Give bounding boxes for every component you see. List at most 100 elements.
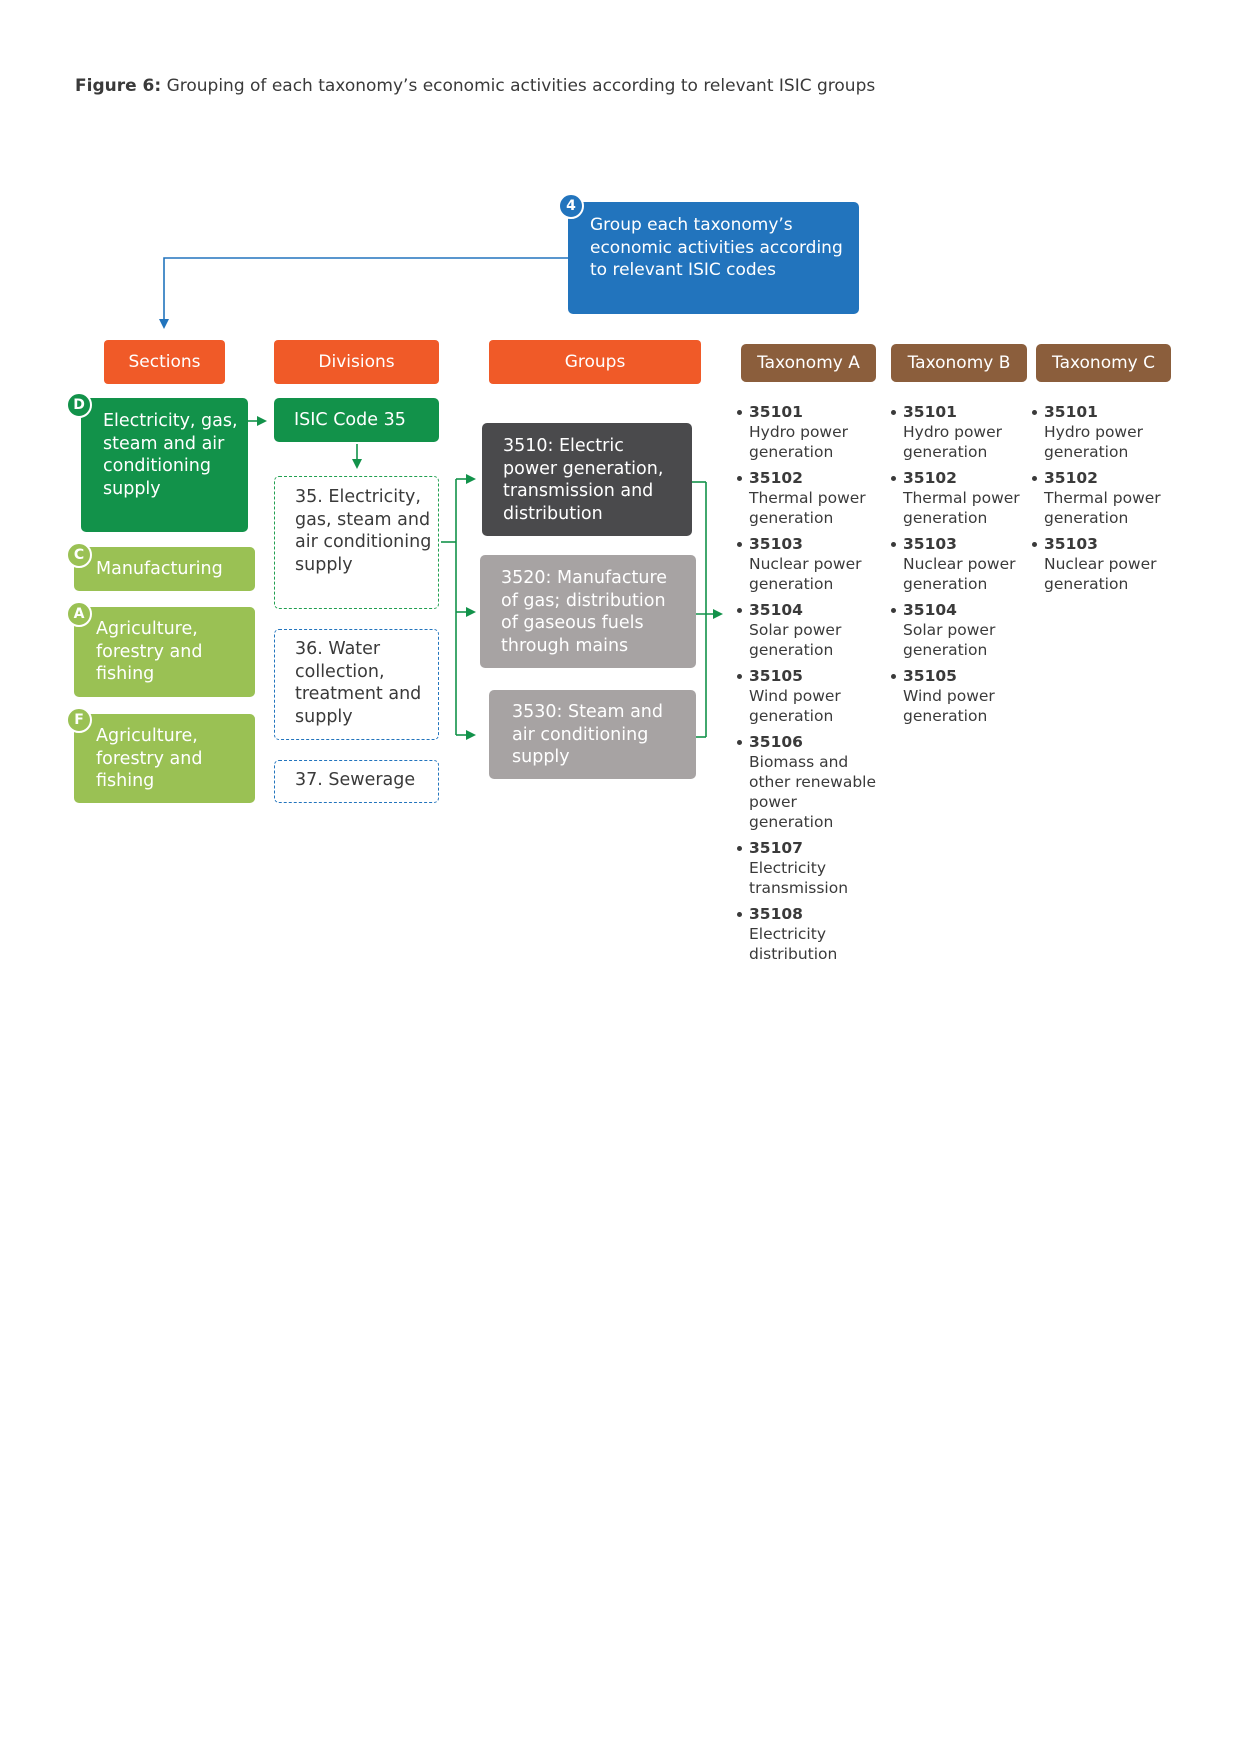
- header-taxonomy-c-label: Taxonomy C: [1052, 353, 1155, 373]
- figure-caption: Figure 6: Grouping of each taxonomy’s ec…: [75, 76, 875, 96]
- header-taxonomy-c: Taxonomy C: [1036, 344, 1171, 382]
- section-a-box: Agriculture, forestry and fishing: [74, 607, 255, 697]
- activity-label: Wind power generation: [903, 687, 995, 725]
- activity-code: 35106: [749, 733, 803, 751]
- group-3510-label: 3510: Electric power generation, transmi…: [503, 436, 664, 524]
- section-c-letter: C: [73, 547, 85, 563]
- section-d-letter: D: [73, 397, 85, 413]
- activity-code: 35103: [903, 535, 957, 553]
- activity-label: Biomass and other renewable power genera…: [749, 753, 877, 831]
- activity-label: Thermal power generation: [1044, 489, 1161, 527]
- activity-label: Electricity distribution: [749, 925, 838, 963]
- division-36-label: 36. Water collection, treatment and supp…: [295, 639, 422, 727]
- activity-label: Thermal power generation: [903, 489, 1020, 527]
- header-taxonomy-a: Taxonomy A: [741, 344, 876, 382]
- activity-label: Hydro power generation: [903, 423, 1003, 461]
- activity-code: 35107: [749, 839, 803, 857]
- header-groups: Groups: [489, 340, 701, 384]
- group-3530-label: 3530: Steam and air conditioning supply: [512, 702, 663, 767]
- division-37-label: 37. Sewerage: [295, 770, 416, 790]
- step-number: 4: [566, 198, 576, 214]
- figure-label: Figure 6:: [75, 76, 162, 96]
- activity-label: Hydro power generation: [1044, 423, 1144, 461]
- section-c-label: Manufacturing: [96, 559, 223, 579]
- group-3520-box: 3520: Manufacture of gas; distribution o…: [480, 555, 696, 668]
- header-divisions: Divisions: [274, 340, 439, 384]
- header-divisions-label: Divisions: [318, 352, 395, 372]
- activity-label: Wind power generation: [749, 687, 841, 725]
- step-number-badge: 4: [558, 193, 584, 219]
- activity-code: 35103: [749, 535, 803, 553]
- isic-code-label: ISIC Code 35: [294, 410, 406, 430]
- activity-code: 35103: [1044, 535, 1098, 553]
- activity-code: 35102: [903, 469, 957, 487]
- header-taxonomy-a-label: Taxonomy A: [757, 353, 860, 373]
- isic-code-box: ISIC Code 35: [274, 398, 439, 442]
- division-35-box: 35. Electricity, gas, steam and air cond…: [274, 476, 439, 609]
- section-f-label: Agriculture, forestry and fishing: [96, 726, 203, 791]
- step-4-text: Group each taxonomy’s economic activitie…: [590, 215, 843, 280]
- group-3530-box: 3530: Steam and air conditioning supply: [489, 690, 696, 779]
- activity-code: 35104: [749, 601, 803, 619]
- activity-label: Solar power generation: [903, 621, 996, 659]
- activity-label: Solar power generation: [749, 621, 842, 659]
- section-c-badge: C: [66, 542, 92, 568]
- section-f-box: Agriculture, forestry and fishing: [74, 714, 255, 803]
- division-35-label: 35. Electricity, gas, steam and air cond…: [295, 487, 432, 575]
- header-taxonomy-b-label: Taxonomy B: [907, 353, 1011, 373]
- group-3510-box: 3510: Electric power generation, transmi…: [482, 423, 692, 536]
- group-3520-label: 3520: Manufacture of gas; distribution o…: [501, 568, 668, 656]
- activity-label: Nuclear power generation: [749, 555, 862, 593]
- division-37-box: 37. Sewerage: [274, 760, 439, 803]
- section-a-badge: A: [66, 601, 92, 627]
- activity-code: 35105: [903, 667, 957, 685]
- section-d-label: Electricity, gas, steam and air conditio…: [103, 411, 238, 499]
- header-sections: Sections: [104, 340, 225, 384]
- step-4-box: Group each taxonomy’s economic activitie…: [568, 202, 859, 314]
- header-sections-label: Sections: [128, 352, 201, 372]
- step-to-sections-connector: [159, 257, 568, 329]
- header-taxonomy-b: Taxonomy B: [891, 344, 1027, 382]
- activity-code: 35102: [749, 469, 803, 487]
- activity-code: 35101: [1044, 403, 1098, 421]
- figure-title: Grouping of each taxonomy’s economic act…: [166, 76, 876, 96]
- section-f-letter: F: [74, 712, 84, 728]
- section-d-badge: D: [66, 392, 92, 418]
- activity-label: Electricity transmission: [749, 859, 849, 897]
- activity-label: Nuclear power generation: [903, 555, 1016, 593]
- activity-code: 35108: [749, 905, 803, 923]
- section-a-letter: A: [73, 606, 85, 622]
- activity-label: Nuclear power generation: [1044, 555, 1157, 593]
- section-f-badge: F: [66, 707, 92, 733]
- activity-code: 35101: [903, 403, 957, 421]
- header-groups-label: Groups: [564, 352, 626, 372]
- division-36-box: 36. Water collection, treatment and supp…: [274, 629, 439, 740]
- section-d-box: Electricity, gas, steam and air conditio…: [81, 398, 248, 532]
- activity-code: 35104: [903, 601, 957, 619]
- activity-code: 35102: [1044, 469, 1098, 487]
- section-a-label: Agriculture, forestry and fishing: [96, 619, 203, 684]
- activity-label: Thermal power generation: [749, 489, 866, 527]
- activity-code: 35105: [749, 667, 803, 685]
- activity-label: Hydro power generation: [749, 423, 849, 461]
